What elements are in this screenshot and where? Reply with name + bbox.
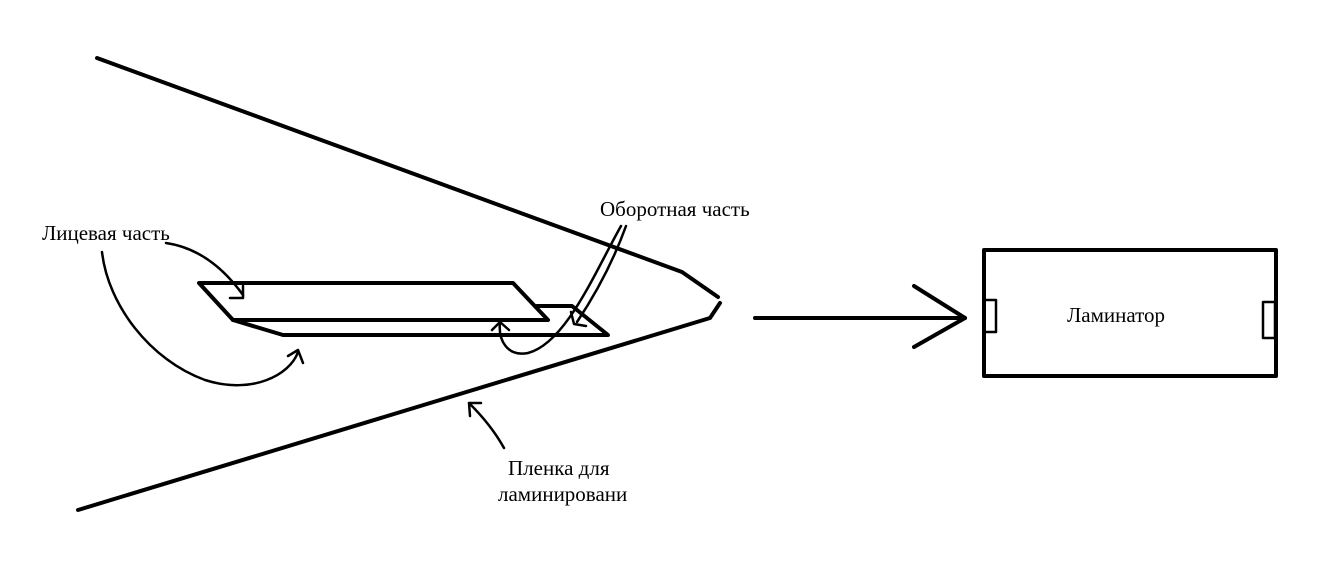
- front-side-arrowhead-lower: [286, 348, 305, 365]
- laminator: [982, 248, 1278, 378]
- film-pointer-arrowhead: [467, 401, 483, 418]
- back-side-arrowhead-left: [490, 320, 511, 332]
- laminating-film-pouch: [76, 56, 722, 512]
- laminator-input-slot: [982, 298, 998, 334]
- front-side-label: Лицевая часть: [42, 221, 170, 245]
- back-side-curve-right: [575, 224, 628, 324]
- film-lower-sheet: [76, 301, 722, 512]
- film-pointer: [467, 401, 506, 450]
- film-upper-sheet: [95, 56, 720, 299]
- front-side-pointer: [100, 241, 305, 387]
- front-side-curve-lower: [100, 250, 300, 387]
- front-side-curve-upper: [164, 241, 245, 297]
- laminator-label: Ламинатор: [1067, 303, 1165, 327]
- film-label-line1: Пленка для: [508, 456, 610, 480]
- film-pointer-line: [468, 402, 506, 450]
- document-back-sheet: [231, 304, 610, 337]
- back-side-arrowhead-right: [569, 310, 588, 328]
- back-side-label: Оборотная часть: [600, 197, 750, 221]
- document-front-sheet: [197, 281, 550, 322]
- laminator-output-slot: [1261, 300, 1277, 340]
- back-side-pointer: [490, 224, 628, 355]
- film-label-line2: ламинировани: [498, 482, 627, 506]
- document: [197, 281, 610, 337]
- front-side-arrowhead-upper: [228, 284, 245, 300]
- feed-arrow-head: [912, 284, 967, 349]
- back-side-curve-left: [498, 224, 623, 355]
- feed-arrow: [753, 284, 967, 349]
